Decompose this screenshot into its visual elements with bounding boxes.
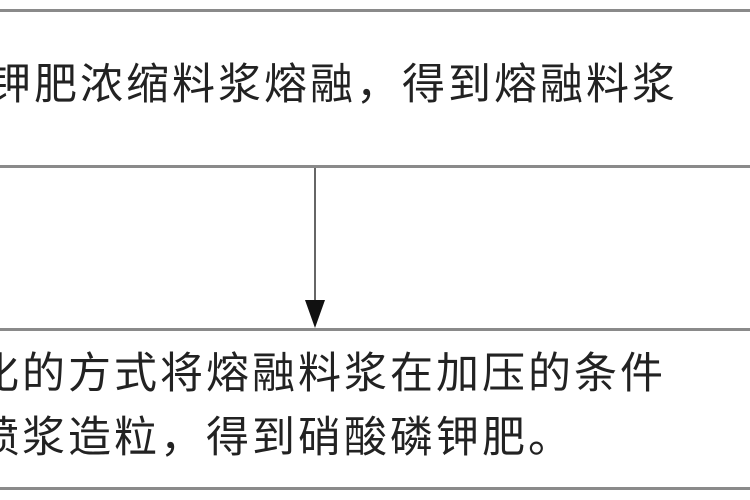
arrow-head-icon xyxy=(305,300,325,328)
step2-text-line1: 化的方式将熔融料浆在加压的条件 xyxy=(0,349,666,399)
process-box-granulation: 化的方式将熔融料浆在加压的条件 喷浆造粒，得到硝酸磷钾肥。 xyxy=(0,328,750,490)
step2-text-line2: 喷浆造粒，得到硝酸磷钾肥。 xyxy=(0,413,574,463)
process-box-melting: 钾肥浓缩料浆熔融，得到熔融料浆 xyxy=(0,9,750,168)
step1-text: 钾肥浓缩料浆熔融，得到熔融料浆 xyxy=(0,60,678,110)
